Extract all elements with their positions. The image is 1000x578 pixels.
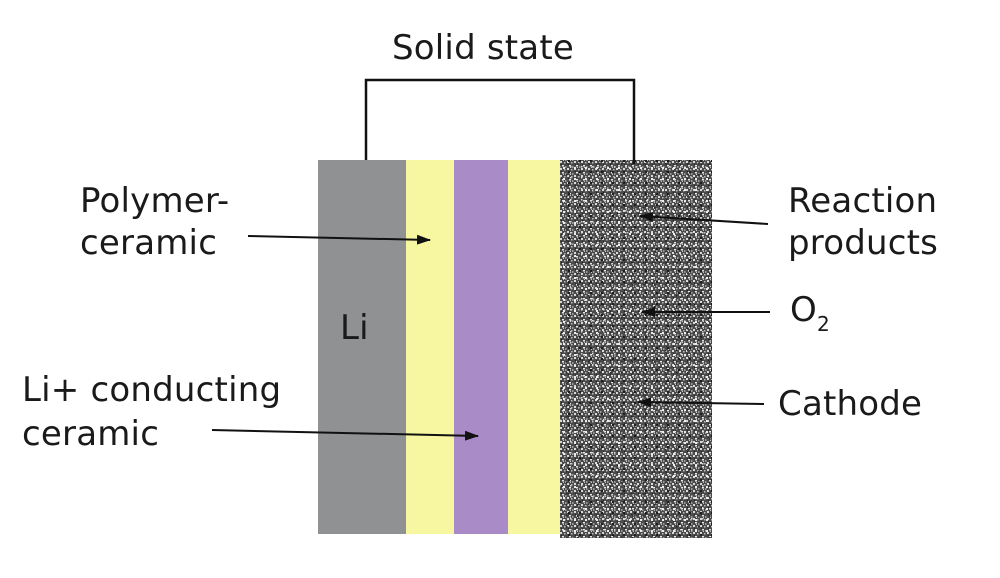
- li-conducting-line2: ceramic: [22, 414, 160, 454]
- li-conducting-ceramic-arrow: [211, 429, 479, 441]
- solid-state-label: Solid state: [392, 28, 574, 68]
- solid-state-text: Solid state: [392, 28, 574, 68]
- lithium-label: Li: [340, 308, 369, 348]
- li-conducting-line1: Li+ conducting: [22, 370, 282, 410]
- lithium-text: Li: [340, 308, 369, 348]
- oxygen-base: O: [790, 290, 817, 330]
- polymer-ceramic-line2: ceramic: [80, 223, 218, 263]
- oxygen-label: O2: [790, 290, 830, 336]
- cathode-layer-speckle: [560, 160, 712, 538]
- polymer-ceramic-arrow: [247, 234, 431, 245]
- polymer-ceramic-label: Polymer- ceramic: [80, 180, 229, 264]
- cathode-label: Cathode: [778, 384, 922, 424]
- reaction-products-line2: products: [788, 223, 939, 263]
- lithium-layer: [318, 160, 410, 534]
- oxygen-subscript: 2: [816, 312, 830, 336]
- polymer-ceramic-layer-left: [406, 160, 458, 534]
- solid-state-bracket: [364, 78, 636, 164]
- reaction-products-line1: Reaction: [788, 181, 938, 221]
- li-conducting-ceramic-layer: [454, 160, 512, 534]
- cathode-text: Cathode: [778, 384, 923, 424]
- polymer-ceramic-line1: Polymer-: [80, 181, 230, 221]
- reaction-products-label: Reaction products: [788, 180, 938, 264]
- li-conducting-ceramic-label: Li+ conducting ceramic: [22, 368, 281, 456]
- reaction-products-arrow: [639, 211, 769, 225]
- polymer-ceramic-layer-right: [508, 160, 562, 534]
- cathode-arrow: [637, 397, 765, 408]
